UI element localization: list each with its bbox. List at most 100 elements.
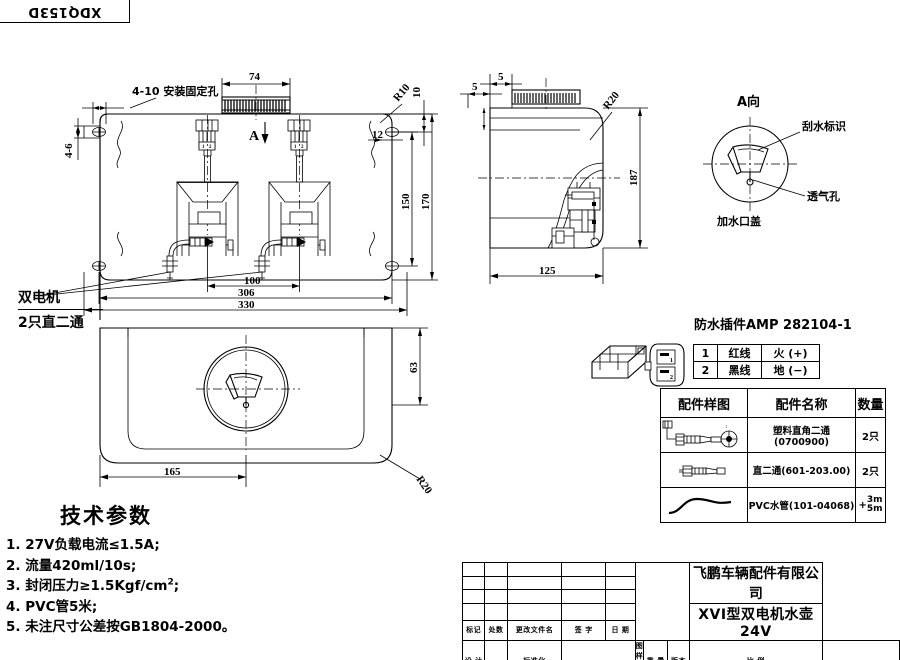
accessory-figure-cell: ↕ bbox=[660, 417, 748, 453]
rev-cell bbox=[605, 603, 636, 621]
rev-cell bbox=[484, 589, 508, 604]
accessory-name: 直二通(601-203.00) bbox=[747, 452, 856, 488]
dim-r10: R10 bbox=[391, 81, 413, 104]
label-two-straight-tee: 2只直二通 bbox=[18, 315, 84, 331]
pin-no: 2 bbox=[693, 361, 718, 379]
tech-param-3: 3. 封闭压力≥1.5Kgf/cm2; bbox=[6, 576, 306, 597]
product-name: XVI型双电机水壶 24V bbox=[688, 603, 824, 641]
rev-header-count: 处数 bbox=[484, 619, 508, 642]
company-name: 飞鹏车辆配件有限公司 bbox=[688, 562, 824, 604]
pin-no: 1 bbox=[693, 344, 718, 362]
accessory-qty: 2只 bbox=[855, 417, 886, 453]
connector-pictograms: 1 2 bbox=[588, 332, 693, 392]
value-standardization bbox=[561, 640, 636, 660]
table-row bbox=[461, 575, 900, 591]
rev-cell bbox=[484, 603, 508, 621]
accessory-figure-cell bbox=[660, 452, 748, 488]
table-row: 飞鹏车辆配件有限公司 bbox=[461, 562, 900, 641]
accessory-qty: 2只 bbox=[855, 452, 886, 488]
mid-header-drawing-mark: 图 样 标 记 bbox=[634, 640, 645, 660]
accessory-table: 配件样图 配件名称 数量 bbox=[660, 388, 886, 523]
dim-150: 150 bbox=[400, 193, 412, 210]
rev-cell bbox=[605, 562, 636, 577]
accessory-figure-cell bbox=[660, 487, 748, 523]
rev-cell bbox=[561, 603, 607, 621]
pin-function: 地 (−) bbox=[761, 361, 820, 379]
title-block: 飞鹏车辆配件有限公司 XVI型双电机水壶 24V 标记 处数 更改文件名 签 字… bbox=[461, 562, 900, 660]
svg-text:1: 1 bbox=[202, 145, 205, 150]
front-view: 1 2 bbox=[0, 60, 460, 320]
rev-header-file: 更改文件名 bbox=[506, 619, 563, 642]
rev-cell bbox=[506, 562, 563, 577]
dim-63: 63 bbox=[408, 362, 420, 374]
dim-187: 187 bbox=[628, 169, 640, 186]
label-standardization: 标准化 bbox=[506, 640, 563, 660]
accessory-qty-plus: + bbox=[858, 500, 867, 511]
straight-tee-icon bbox=[679, 465, 726, 476]
side-view: R20 5 5 187 bbox=[460, 60, 660, 310]
accessory-name: PVC水管(101-04068) bbox=[747, 487, 856, 523]
label-design: 设 计 bbox=[461, 640, 486, 660]
svg-text:↕: ↕ bbox=[725, 425, 728, 430]
svg-text:2: 2 bbox=[670, 375, 673, 381]
label-dual-motor: 双电机 bbox=[18, 290, 60, 306]
tech-param-3-text: 3. 封闭压力≥1.5Kgf/cm bbox=[6, 578, 168, 595]
dim-100: 100 bbox=[244, 275, 261, 287]
tech-param-1: 1. 27V负载电流≤1.5A; bbox=[6, 537, 160, 553]
dim-10: 10 bbox=[411, 87, 423, 99]
svg-text:2: 2 bbox=[209, 145, 212, 150]
section-arrow-label-a: A bbox=[249, 129, 260, 144]
pin-function: 火 (+) bbox=[761, 344, 820, 362]
mid-header-version: 版本 bbox=[667, 640, 690, 660]
rev-cell bbox=[461, 603, 486, 621]
dim-74: 74 bbox=[249, 71, 261, 83]
dim-5-top: 5 bbox=[498, 71, 504, 83]
mid-header-scale: 比 例 bbox=[688, 640, 824, 660]
drawing-code-box: XDQ153D bbox=[0, 0, 130, 23]
top-view: 63 165 R20 bbox=[0, 315, 460, 505]
rev-cell bbox=[561, 575, 607, 591]
col-header-name: 配件名称 bbox=[747, 388, 856, 418]
table-row: 设 计 标准化 图 样 标 记 重 量 版本 比 例 XDQ153D bbox=[461, 640, 900, 660]
elbow-tee-icon: ↕ bbox=[662, 420, 738, 447]
motor-assembly-right: 1 2 bbox=[254, 115, 331, 280]
rev-header-sign: 签 字 bbox=[561, 619, 607, 642]
tech-param-2: 2. 流量420ml/10s; bbox=[6, 557, 137, 574]
view-a-title: A向 bbox=[737, 94, 760, 110]
rev-cell bbox=[506, 589, 563, 604]
pin-wire: 黑线 bbox=[717, 361, 762, 379]
motor-assembly-left: 1 2 bbox=[162, 115, 239, 280]
tech-param-3-tail: ; bbox=[173, 578, 180, 595]
connector-socket-face-icon: 1 2 bbox=[644, 343, 685, 387]
rev-cell bbox=[484, 562, 508, 577]
dim-125: 125 bbox=[539, 265, 556, 277]
mid-header-weight: 重 量 bbox=[643, 640, 669, 660]
table-row: 2 黑线 地 (−) bbox=[693, 361, 820, 379]
dim-330: 330 bbox=[238, 299, 255, 311]
rev-cell bbox=[461, 589, 486, 604]
dim-165: 165 bbox=[164, 466, 181, 478]
tech-param-3-sup: 2 bbox=[167, 577, 174, 588]
dim-4-6: 4-6 bbox=[63, 143, 75, 158]
table-row: 直二通(601-203.00) 2只 bbox=[660, 452, 886, 488]
rev-cell bbox=[605, 589, 636, 604]
tech-param-4: 4. PVC管5米; bbox=[6, 598, 98, 615]
pin-wire: 红线 bbox=[717, 344, 762, 362]
table-header-row: 标记 处数 更改文件名 签 字 日 期 bbox=[461, 619, 900, 642]
rev-cell bbox=[461, 562, 486, 577]
view-a-detail: A向 刮水标识 透气孔 加水口盖 bbox=[665, 92, 900, 232]
connector-pin-table: 1 红线 火 (+) 2 黑线 地 (−) bbox=[693, 344, 820, 379]
technical-parameters: 技术参数 1. 27V负载电流≤1.5A; 2. 流量420ml/10s; 3.… bbox=[6, 500, 306, 638]
dim-5-left: 5 bbox=[472, 81, 478, 93]
value-design bbox=[484, 640, 508, 660]
col-header-figure: 配件样图 bbox=[660, 388, 748, 418]
note-4-10-mounting-holes: 4-10 安装固定孔 bbox=[132, 84, 218, 98]
accessory-qty-bottom: 5m bbox=[866, 504, 883, 514]
accessory-name: 塑料直角二通(0700900) bbox=[747, 417, 856, 453]
pvc-hose-icon bbox=[668, 497, 732, 514]
rev-cell bbox=[605, 575, 636, 591]
rev-cell bbox=[506, 575, 563, 591]
